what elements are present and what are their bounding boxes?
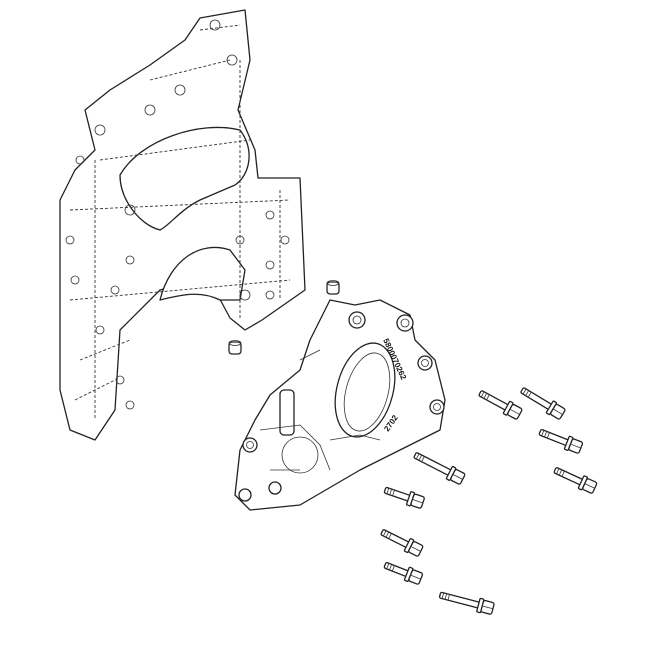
bolt (478, 390, 523, 420)
bolt (438, 591, 495, 615)
bolt (380, 529, 424, 557)
plate-holes (65, 19, 290, 410)
flange-bolts (380, 387, 598, 615)
rear-seal-cover: 5800070262 2702 (234, 299, 446, 511)
bolt (413, 452, 466, 485)
bolt (538, 429, 584, 454)
dowel-pins (228, 280, 340, 355)
bolt (383, 562, 424, 585)
bolt (520, 387, 566, 420)
timing-gear-plate (59, 9, 306, 441)
bolt (553, 467, 598, 494)
bolt (383, 486, 425, 509)
